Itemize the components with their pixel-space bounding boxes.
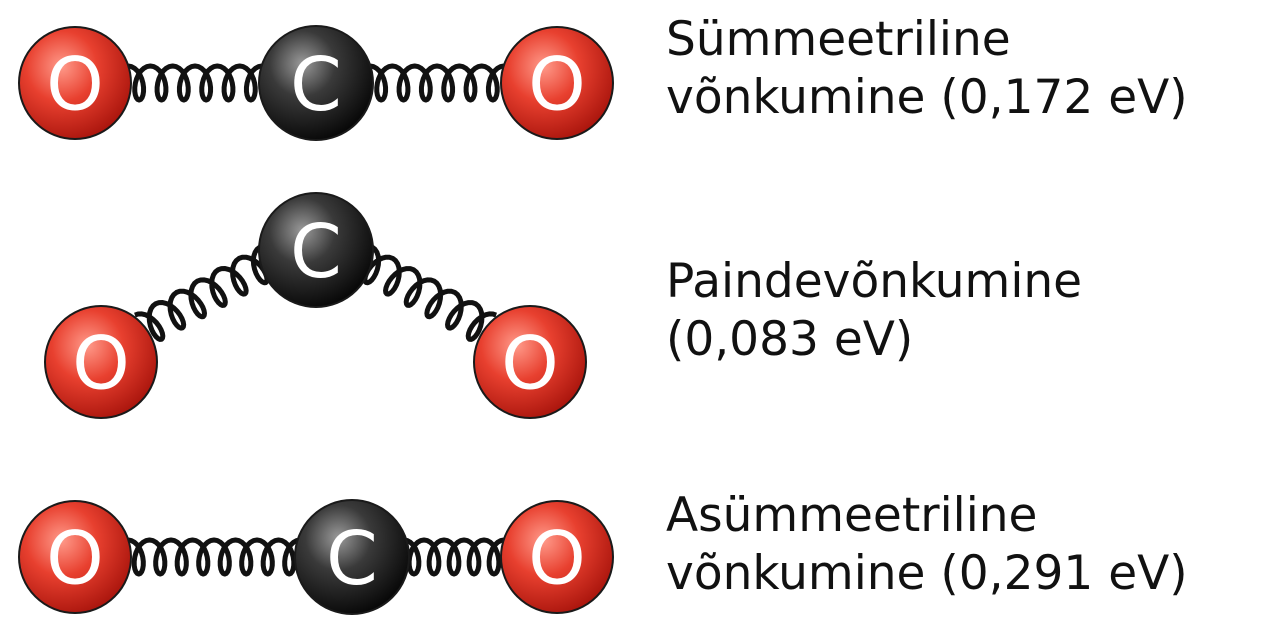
- carbon-symbol: C: [326, 516, 378, 602]
- oxygen-symbol: O: [46, 517, 103, 602]
- spring-symmetric-right: [369, 63, 505, 103]
- mode-label-asymmetric: Asümmeetriline võnkumine (0,291 eV): [666, 487, 1188, 603]
- mode-label-bending-line1: Paindevõnkumine: [666, 254, 1083, 309]
- oxygen-symbol: O: [72, 322, 129, 407]
- spring-asymmetric-left: [127, 537, 301, 577]
- carbon-atom-bending: C: [258, 192, 374, 308]
- carbon-symbol: C: [290, 42, 342, 128]
- oxygen-symbol: O: [528, 517, 585, 602]
- mode-label-asymmetric-line1: Asümmeetriline: [666, 488, 1038, 543]
- oxygen-atom-symmetric-right: O: [500, 26, 614, 140]
- oxygen-symbol: O: [528, 43, 585, 128]
- spring-bending-right: [362, 245, 497, 342]
- oxygen-atom-asymmetric-left: O: [18, 500, 132, 614]
- mode-label-bending: Paindevõnkumine (0,083 eV): [666, 253, 1082, 369]
- spring-bending-left: [134, 245, 270, 342]
- carbon-atom-symmetric: C: [258, 25, 374, 141]
- oxygen-atom-bending-right: O: [473, 305, 587, 419]
- oxygen-atom-symmetric-left: O: [18, 26, 132, 140]
- oxygen-atom-asymmetric-right: O: [500, 500, 614, 614]
- carbon-symbol: C: [290, 209, 342, 295]
- mode-label-symmetric-line2: võnkumine (0,172 eV): [666, 70, 1188, 125]
- mode-label-asymmetric-line2: võnkumine (0,291 eV): [666, 546, 1188, 601]
- mode-label-bending-line2: (0,083 eV): [666, 312, 914, 367]
- spring-symmetric-left: [127, 63, 263, 103]
- carbon-atom-asymmetric: C: [294, 499, 410, 615]
- spring-asymmetric-right: [403, 537, 505, 577]
- mode-label-symmetric-line1: Sümmeetriline: [666, 12, 1011, 67]
- oxygen-symbol: O: [501, 322, 558, 407]
- mode-label-symmetric: Sümmeetriline võnkumine (0,172 eV): [666, 11, 1188, 127]
- oxygen-atom-bending-left: O: [44, 305, 158, 419]
- oxygen-symbol: O: [46, 43, 103, 128]
